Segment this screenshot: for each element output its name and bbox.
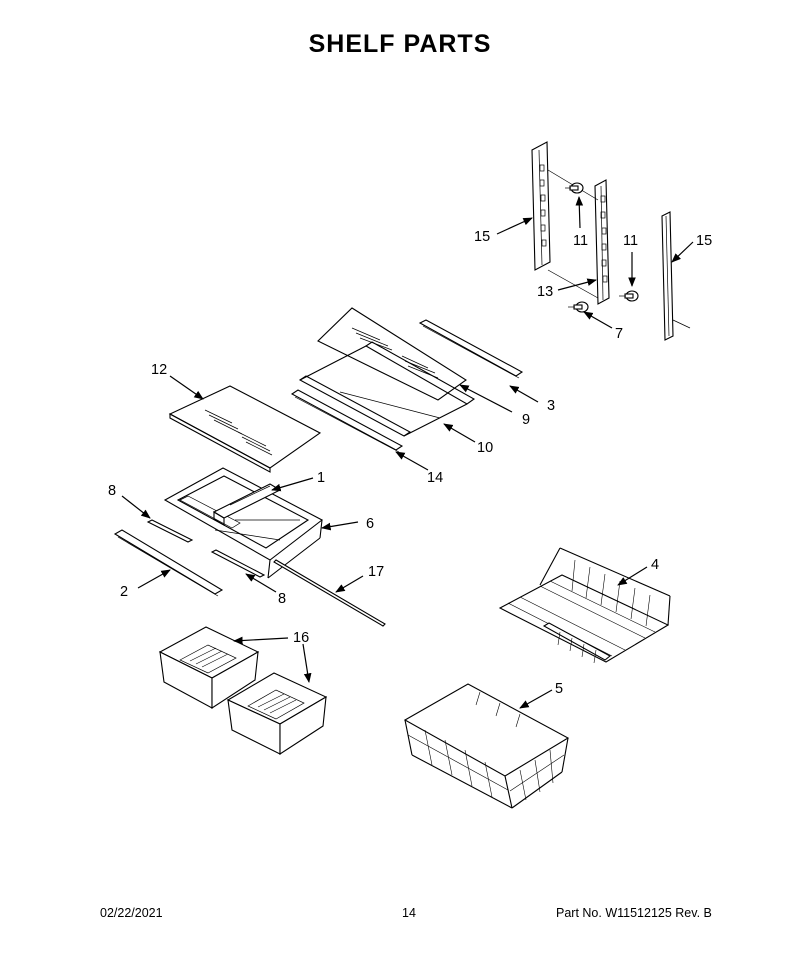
wire-shelf bbox=[498, 547, 671, 664]
left-shelf-rail bbox=[531, 141, 551, 271]
drawer-frame bbox=[163, 467, 324, 579]
screw-icon bbox=[565, 182, 584, 194]
callout-10: 10 bbox=[477, 440, 493, 456]
footer-date: 02/22/2021 bbox=[100, 906, 163, 920]
screw-icon bbox=[568, 301, 589, 313]
callout-17: 17 bbox=[368, 564, 384, 580]
callout-6: 6 bbox=[366, 516, 374, 532]
callout-15-right: 15 bbox=[696, 233, 712, 249]
upper-glass-shelf bbox=[168, 385, 322, 473]
drawer-slide bbox=[210, 549, 266, 578]
callout-8-left: 8 bbox=[108, 483, 116, 499]
drawer-slide bbox=[146, 519, 194, 543]
callout-11-right: 11 bbox=[623, 233, 638, 249]
callout-2: 2 bbox=[120, 584, 128, 600]
callout-7: 7 bbox=[615, 326, 623, 342]
drawer-front-trim bbox=[113, 529, 224, 597]
drawer-rod bbox=[273, 559, 386, 627]
screw-icon bbox=[619, 290, 639, 302]
callout-16: 16 bbox=[293, 630, 309, 646]
crisper-bin bbox=[226, 672, 328, 756]
leader-arrows bbox=[121, 196, 694, 709]
rail-slots bbox=[539, 164, 547, 247]
center-shelf-rail bbox=[594, 179, 610, 305]
right-shelf-rail bbox=[661, 211, 691, 341]
callout-13: 13 bbox=[537, 284, 553, 300]
footer-page-number: 14 bbox=[402, 906, 416, 920]
callout-15-left: 15 bbox=[474, 229, 490, 245]
glass-shelf bbox=[317, 307, 467, 401]
wire-basket bbox=[403, 683, 570, 809]
crisper-bin bbox=[158, 626, 260, 710]
shelf-front-trim bbox=[290, 389, 404, 453]
callout-3: 3 bbox=[547, 398, 555, 414]
drawer-control-housing bbox=[212, 483, 282, 526]
shelf-frame bbox=[298, 341, 476, 437]
callout-4: 4 bbox=[651, 557, 659, 573]
callout-9: 9 bbox=[522, 412, 530, 428]
shelf-trim-strip bbox=[418, 319, 524, 379]
footer-part-number: Part No. W11512125 Rev. B bbox=[556, 906, 712, 920]
callout-1: 1 bbox=[317, 470, 325, 486]
callout-12: 12 bbox=[151, 362, 167, 378]
callout-11-left: 11 bbox=[573, 233, 588, 249]
rail-guide-line bbox=[547, 269, 599, 299]
callout-14: 14 bbox=[427, 470, 443, 486]
page-title: SHELF PARTS bbox=[308, 30, 492, 58]
callout-8-right: 8 bbox=[278, 591, 286, 607]
callout-5: 5 bbox=[555, 681, 563, 697]
